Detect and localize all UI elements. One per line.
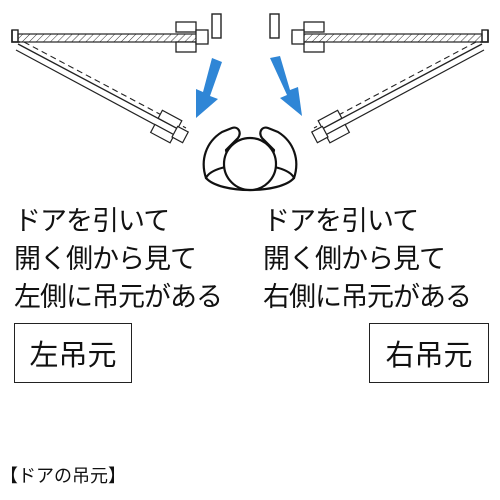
right-hinge-label: 右吊元 — [369, 323, 489, 383]
right-arrow-icon — [270, 56, 302, 116]
left-hinge-label: 左吊元 — [14, 323, 132, 383]
right-door-assembly — [269, 13, 489, 144]
hinge-icon — [291, 21, 325, 53]
person-top-view-icon — [202, 126, 298, 192]
right-caption-line: ドアを引いて — [263, 206, 419, 237]
door-hinge-diagram — [11, 13, 489, 192]
right-caption-line: 右側に吊元がある — [263, 282, 472, 313]
left-arrow-icon — [196, 58, 222, 118]
left-caption-line: 開く側から見て — [14, 244, 197, 275]
left-door-closed — [17, 33, 209, 43]
diagram-caption: 【ドアの吊元】 — [0, 466, 126, 487]
right-door-open — [310, 41, 485, 144]
left-door-open — [15, 41, 190, 144]
left-caption-line: ドアを引いて — [14, 206, 170, 237]
right-caption: ドアを引いて 開く側から見て 右側に吊元がある — [263, 203, 472, 317]
right-caption-line: 開く側から見て — [263, 244, 446, 275]
left-door-assembly — [11, 13, 222, 144]
hinge-icon — [175, 21, 209, 53]
left-caption-line: 左側に吊元がある — [14, 282, 223, 313]
right-door-closed — [291, 33, 483, 43]
left-caption: ドアを引いて 開く側から見て 左側に吊元がある — [14, 203, 223, 317]
